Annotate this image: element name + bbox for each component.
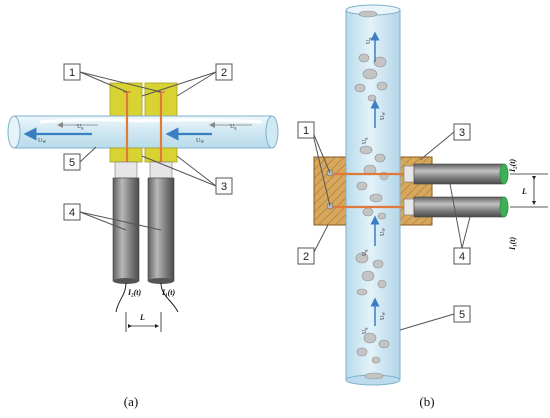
signal-i2-label-a: I2(t) [127,288,142,299]
probe-upper-b [403,163,509,185]
cable-right-a [160,282,179,313]
svg-text:Ug: Ug [362,138,368,144]
callout-2-a: 2 [141,63,233,97]
panel-label-a: (a) [124,394,138,409]
svg-text:UW: UW [196,138,204,144]
spacing-dimension-b: L [510,173,548,208]
probe-right-a [147,161,175,284]
svg-text:Ug: Ug [362,328,368,334]
svg-text:3: 3 [221,181,227,193]
callout-5-a: 5 [63,146,97,171]
callout-3-b: 3 [419,123,471,161]
svg-text:UW: UW [380,228,386,236]
callout-3-a: 3 [141,155,233,195]
spacing-label-a: L [139,313,145,322]
signal-i2-label-b: I2(t) [508,158,519,173]
svg-text:Ug: Ug [230,124,236,130]
svg-text:UW: UW [38,138,46,144]
svg-text:4: 4 [459,251,465,263]
svg-text:Ug: Ug [366,38,372,44]
svg-text:UW: UW [380,312,386,320]
cable-left-a [115,282,127,313]
svg-text:UW: UW [380,112,386,120]
callout-5-b: 5 [399,305,471,331]
spacing-label-b: L [521,187,527,196]
spacing-dimension-a: L [125,312,162,332]
gas-flow-arrow-a: Ug Ug [57,122,252,130]
svg-text:2: 2 [303,251,309,263]
panel-b: Ug UW Ug UW Ug UW Ug [297,4,548,409]
callout-1-a: 1 [63,63,162,93]
probe-left-a [112,161,140,284]
svg-text:Ug: Ug [77,124,83,130]
svg-text:4: 4 [69,207,75,219]
signal-i1-label-b: I1(t) [508,236,519,251]
callout-1-b: 1 [297,121,331,207]
svg-text:5: 5 [69,157,75,169]
callout-4-b: 4 [449,183,471,265]
svg-text:5: 5 [459,309,465,321]
probe-lower-b [403,196,509,218]
water-flow-arrow-a: UW UW [23,127,212,144]
svg-text:1: 1 [303,125,309,137]
signal-i1-label-a: I1(t) [161,288,176,299]
panel-label-b: (b) [419,394,434,409]
horizontal-pipe [7,115,279,149]
callout-4-a: 4 [63,203,162,231]
svg-text:3: 3 [459,127,465,139]
gas-bubbles [354,10,390,380]
svg-text:2: 2 [221,67,227,79]
flow-velocity-labels-b: Ug UW Ug UW Ug UW Ug [362,38,386,334]
panel-a: Ug Ug UW UW [7,63,279,409]
callout-2-b: 2 [297,224,329,265]
gas-velocity-label: U [77,124,82,130]
svg-text:Ug: Ug [362,250,368,256]
svg-text:1: 1 [69,67,75,79]
